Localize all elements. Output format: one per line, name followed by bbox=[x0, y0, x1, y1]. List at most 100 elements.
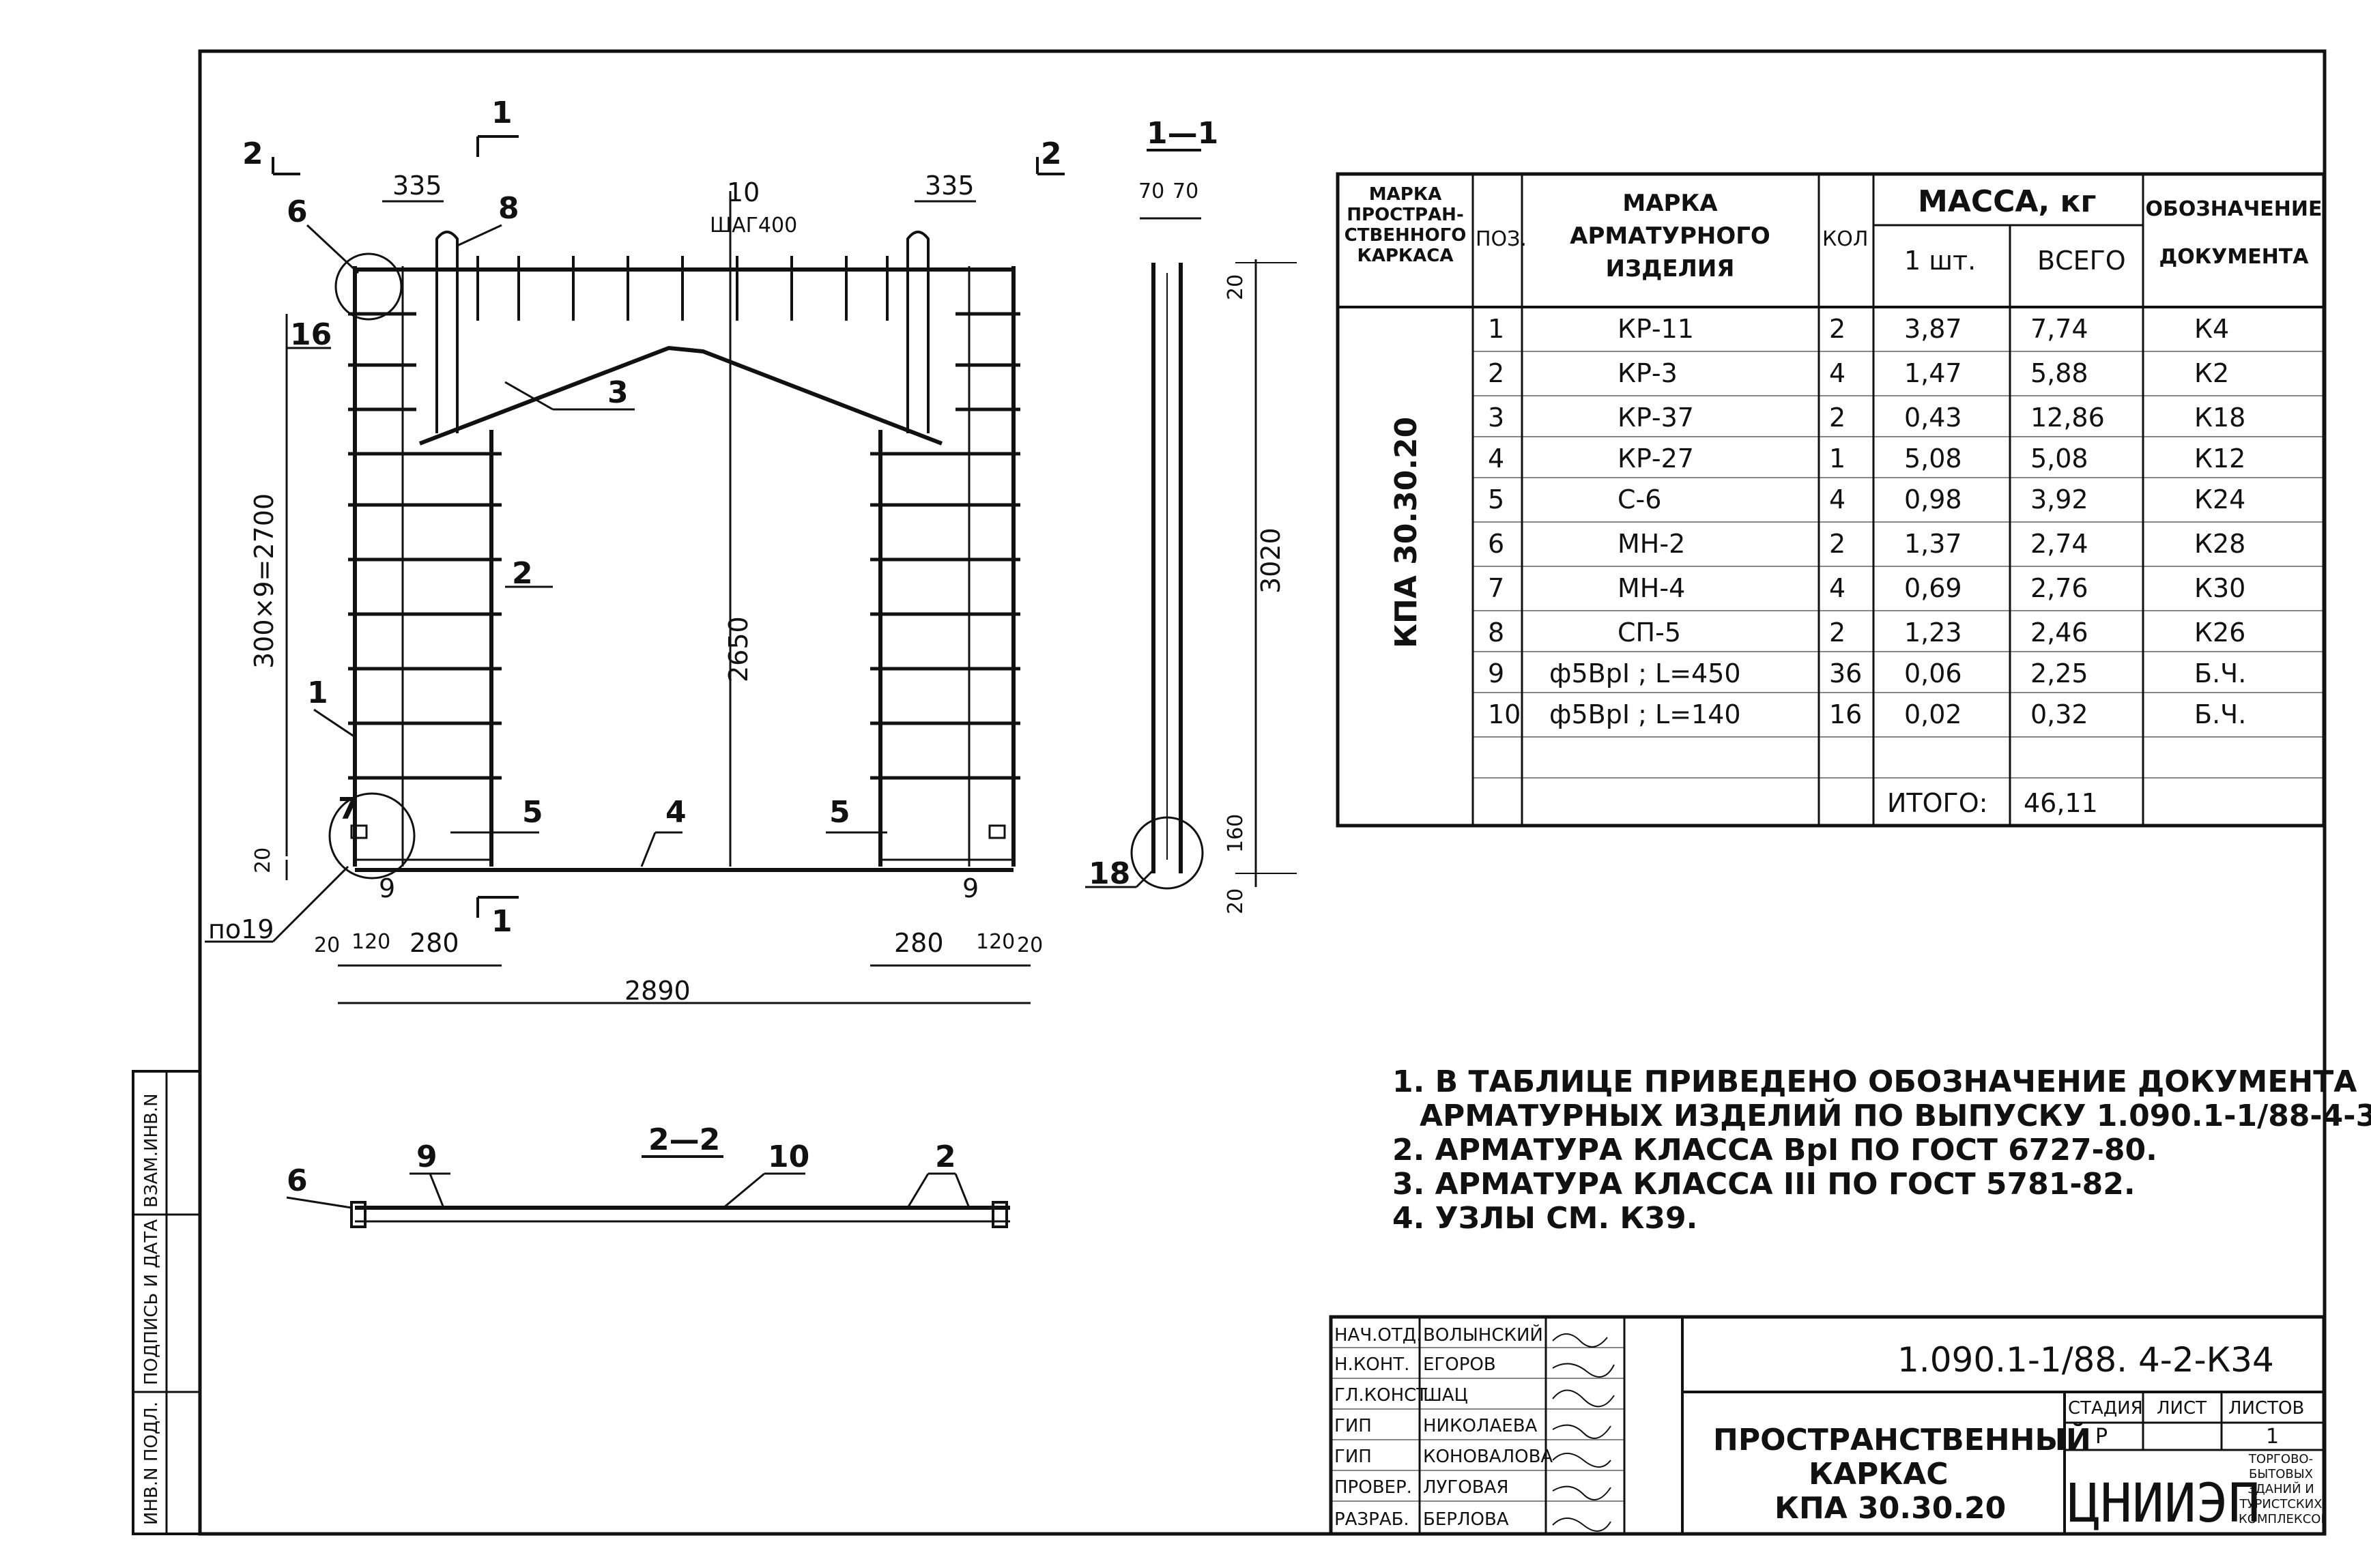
spec-cell-qty: 2 bbox=[1829, 403, 1845, 433]
spec-cell-doc: Б.Ч. bbox=[2194, 658, 2246, 688]
role-label: ГИП bbox=[1334, 1416, 1372, 1436]
frame-elevation bbox=[328, 231, 1016, 880]
section-2-2 bbox=[286, 1155, 1010, 1228]
section11-h20: 20 bbox=[1224, 274, 1248, 300]
th-mass-one: 1 шт. bbox=[1904, 246, 1976, 276]
spec-cell-item: КР-37 bbox=[1618, 403, 1694, 433]
spec-cell-item: МН-2 bbox=[1618, 529, 1685, 559]
note-4: 4. УЗЛЫ СМ. К39. bbox=[1392, 1201, 1697, 1236]
title-block-roles: НАЧ.ОТД.ВОЛЫНСКИЙН.КОНТ.ЕГОРОВГЛ.КОНСТ.Ш… bbox=[1334, 1324, 1553, 1530]
section11-title: 1—1 bbox=[1147, 116, 1218, 151]
stage-value: Р bbox=[2095, 1425, 2108, 1449]
spec-cell-doc: Б.Ч. bbox=[2194, 699, 2246, 729]
spec-cell-one: 5,08 bbox=[1904, 444, 1962, 474]
spec-cell-item: КР-27 bbox=[1618, 444, 1694, 474]
role-name: БЕРЛОВА bbox=[1423, 1509, 1509, 1530]
spec-cell-doc: К12 bbox=[2194, 444, 2245, 474]
dim-left-20: 20 bbox=[251, 847, 275, 873]
callout-2: 2 bbox=[512, 556, 533, 591]
spec-cell-doc: К24 bbox=[2194, 484, 2245, 514]
role-name: НИКОЛАЕВА bbox=[1423, 1416, 1538, 1436]
spec-cell-total: 2,46 bbox=[2030, 618, 2088, 648]
side-stamp-replace: ВЗАМ.ИНВ.N bbox=[141, 1093, 162, 1208]
spec-cell-total: 7,74 bbox=[2030, 314, 2088, 344]
spec-cell-item: КР-3 bbox=[1618, 358, 1678, 388]
spec-cell-one: 0,98 bbox=[1904, 484, 1962, 514]
side-stamp-sign: ПОДПИСЬ И ДАТА bbox=[141, 1219, 162, 1385]
side-stamp: ИНВ.N ПОДЛ. ПОДПИСЬ И ДАТА ВЗАМ.ИНВ.N bbox=[132, 1070, 201, 1535]
th-doc: ОБОЗНАЧЕНИЕ ДОКУМЕНТА bbox=[2146, 197, 2323, 269]
dim-br-280: 280 bbox=[894, 928, 944, 958]
spec-cell-qty: 4 bbox=[1829, 358, 1845, 388]
top-beam-stirrups bbox=[476, 256, 889, 321]
spec-cell-pos: 4 bbox=[1488, 444, 1504, 474]
spec-cell-total: 3,92 bbox=[2030, 484, 2088, 514]
section11-h3020: 3020 bbox=[1256, 527, 1286, 594]
spec-cell-one: 0,69 bbox=[1904, 573, 1962, 603]
doc-code: 1.090.1-1/88. 4-2-К34 bbox=[1897, 1340, 2274, 1380]
frame-mark: КПА 30.30.20 bbox=[1389, 417, 1424, 648]
note-3: 3. АРМАТУРА КЛАССА III ПО ГОСТ 5781-82. bbox=[1392, 1167, 2136, 1202]
callout-7: 7 bbox=[338, 792, 359, 826]
spec-cell-total: 5,88 bbox=[2030, 358, 2088, 388]
dim-2890: 2890 bbox=[624, 976, 691, 1006]
spec-cell-total: 0,32 bbox=[2030, 699, 2088, 729]
dim-bl-20: 20 bbox=[314, 933, 340, 957]
sheet-header: ЛИСТ bbox=[2157, 1398, 2207, 1419]
spec-cell-qty: 16 bbox=[1829, 699, 1862, 729]
spec-cell-one: 0,02 bbox=[1904, 699, 1962, 729]
spec-cell-pos: 5 bbox=[1488, 484, 1504, 514]
spec-cell-doc: К2 bbox=[2194, 358, 2229, 388]
spec-cell-one: 0,43 bbox=[1904, 403, 1962, 433]
cut-2-right: 2 bbox=[1041, 136, 1062, 171]
spec-cell-total: 12,86 bbox=[2030, 403, 2105, 433]
spec-cell-qty: 2 bbox=[1829, 618, 1845, 648]
step-label: ШАГ400 bbox=[710, 214, 797, 237]
spec-cell-one: 3,87 bbox=[1904, 314, 1962, 344]
role-name: ВОЛЫНСКИЙ bbox=[1423, 1324, 1543, 1346]
role-label: НАЧ.ОТД. bbox=[1334, 1325, 1422, 1346]
spec-cell-total: 2,76 bbox=[2030, 573, 2088, 603]
th-mark-frame: МАРКА ПРОСТРАН-СТВЕННОГО КАРКАСА bbox=[1345, 184, 1467, 266]
dim-bot-right-9: 9 bbox=[962, 873, 979, 903]
spec-cell-pos: 3 bbox=[1488, 403, 1504, 433]
spec-cell-qty: 36 bbox=[1829, 658, 1862, 688]
section11-w2: 70 bbox=[1173, 179, 1198, 203]
side-stamp-inv: ИНВ.N ПОДЛ. bbox=[141, 1402, 162, 1525]
title-line-1: ПРОСТРАНСТВЕННЫЙ bbox=[1713, 1421, 2091, 1457]
spec-cell-pos: 6 bbox=[1488, 529, 1504, 559]
role-name: КОНОВАЛОВА bbox=[1423, 1447, 1553, 1467]
callout-5-left: 5 bbox=[522, 795, 543, 830]
th-mass-total: ВСЕГО bbox=[2037, 246, 2126, 276]
spec-cell-item: С-6 bbox=[1618, 484, 1661, 514]
section22-callout-9: 9 bbox=[416, 1139, 437, 1174]
spec-cell-pos: 2 bbox=[1488, 358, 1504, 388]
total-value: 46,11 bbox=[2024, 788, 2098, 818]
dimension-lines bbox=[285, 191, 1031, 1004]
spec-cell-doc: К26 bbox=[2194, 618, 2245, 648]
spec-cell-item: ф5ВрI ; L=140 bbox=[1549, 699, 1741, 729]
dim-bot-left-9: 9 bbox=[379, 873, 395, 903]
callout-5-right: 5 bbox=[829, 795, 850, 830]
title-line-3: КПА 30.30.20 bbox=[1774, 1491, 2006, 1526]
pos10-top-label: 10 bbox=[727, 177, 760, 207]
dim-bl-120: 120 bbox=[351, 930, 390, 954]
title-line-2: КАРКАС bbox=[1809, 1457, 1949, 1492]
role-name: ЕГОРОВ bbox=[1423, 1354, 1496, 1375]
callout-6: 6 bbox=[287, 194, 308, 229]
note-1b: АРМАТУРНЫХ ИЗДЕЛИЙ ПО ВЫПУСКУ 1.090.1-1/… bbox=[1420, 1097, 2371, 1133]
role-label: ГЛ.КОНСТ. bbox=[1334, 1385, 1433, 1406]
callout-1: 1 bbox=[307, 676, 328, 710]
section11-w1: 70 bbox=[1138, 179, 1164, 203]
spec-cell-pos: 9 bbox=[1488, 658, 1504, 688]
spec-cell-qty: 2 bbox=[1829, 529, 1845, 559]
spec-cell-one: 1,23 bbox=[1904, 618, 1962, 648]
spec-cell-pos: 8 bbox=[1488, 618, 1504, 648]
spec-cell-item: ф5ВрI ; L=450 bbox=[1549, 658, 1741, 688]
spec-cell-qty: 1 bbox=[1829, 444, 1845, 474]
callout-3: 3 bbox=[607, 375, 629, 410]
spec-cell-qty: 4 bbox=[1829, 573, 1845, 603]
role-name: ШАЦ bbox=[1423, 1385, 1468, 1406]
section22-callout-10: 10 bbox=[768, 1139, 809, 1174]
